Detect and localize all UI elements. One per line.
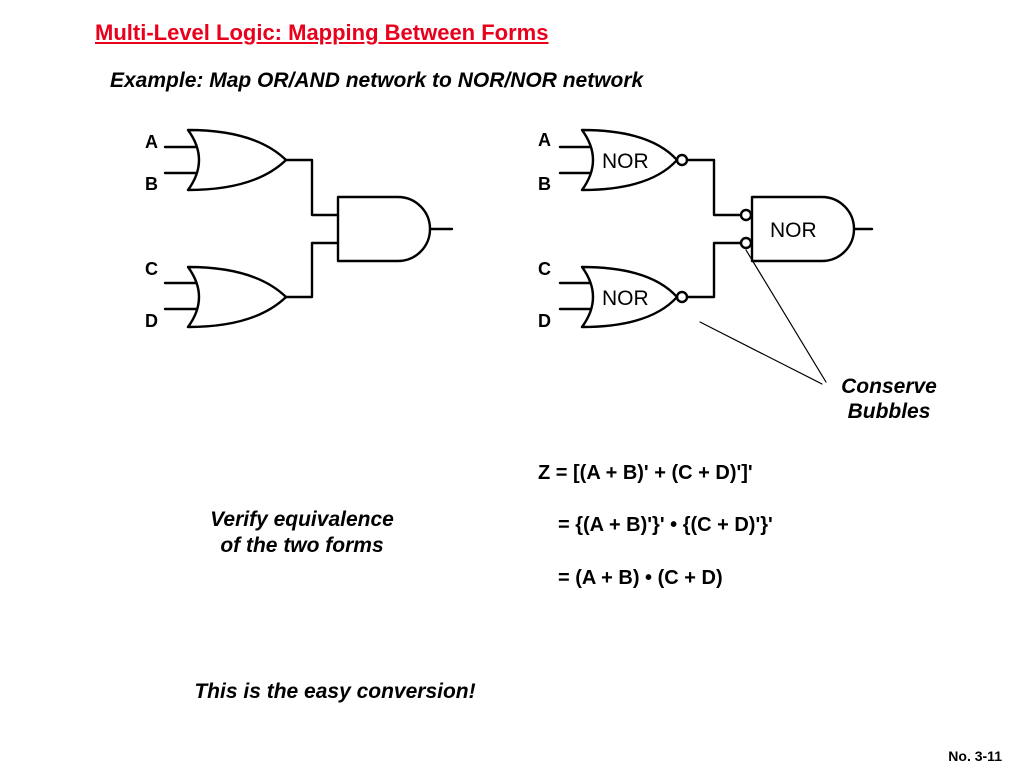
nor-label-top: NOR — [602, 150, 649, 173]
callout-line-1: Conserve — [841, 375, 937, 398]
right-label-a: A — [538, 130, 551, 150]
nor-label-bottom: NOR — [602, 287, 649, 310]
slide-title: Multi-Level Logic: Mapping Between Forms — [95, 20, 549, 45]
left-internal-wires — [284, 158, 454, 299]
left-and-gate — [336, 195, 432, 263]
verify-note-line-1: Verify equivalence — [210, 508, 394, 531]
left-or-gate-bottom — [186, 265, 288, 329]
callout-line-2: Bubbles — [848, 400, 931, 423]
left-input-wires — [163, 145, 198, 311]
slide-subtitle: Example: Map OR/AND network to NOR/NOR n… — [110, 69, 644, 92]
page-number: No. 3-11 — [948, 748, 1002, 764]
nor-label-output: NOR — [770, 219, 817, 242]
right-input-wires — [558, 145, 592, 311]
right-label-c: C — [538, 259, 551, 279]
equation-line-2: = {(A + B)'}' • {(C + D)'}' — [558, 514, 773, 536]
left-label-b: B — [145, 174, 158, 194]
callout-lines — [699, 249, 827, 385]
equation-line-1: Z = [(A + B)' + (C + D)']' — [538, 462, 753, 484]
equation-line-3: = (A + B) • (C + D) — [558, 567, 723, 589]
right-label-b: B — [538, 174, 551, 194]
left-label-a: A — [145, 132, 158, 152]
left-label-d: D — [145, 311, 158, 331]
right-label-d: D — [538, 311, 551, 331]
verify-note-line-2: of the two forms — [220, 534, 384, 557]
right-internal-wires — [685, 158, 874, 299]
left-label-c: C — [145, 259, 158, 279]
verify-note: Verify equivalence of the two forms — [170, 507, 434, 559]
left-or-gate-top — [186, 128, 288, 192]
easy-conversion-note: This is the easy conversion! — [194, 680, 476, 703]
